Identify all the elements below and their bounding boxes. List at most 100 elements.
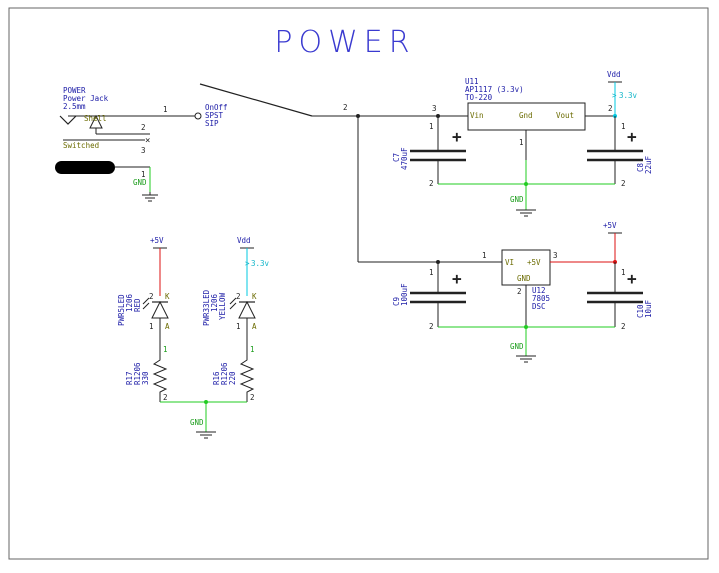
jack-desc: Power Jack: [63, 94, 109, 103]
gnd-label-mid: GND: [510, 342, 524, 351]
capacitor-c10[interactable]: + 1 2 C10 10uF: [587, 262, 653, 331]
u12-part: 7805: [532, 294, 550, 303]
led2-diode-symbol: [238, 300, 256, 319]
r16-pkg: R1206: [220, 362, 229, 385]
led2-net-label: 3.3v: [251, 259, 270, 268]
r16-value: 220: [228, 371, 237, 385]
led2-pin2: 2: [236, 292, 241, 301]
resistor-r17[interactable]: 1 2 R17 R1206 330: [125, 345, 168, 402]
u11-pkg: TO-220: [465, 93, 493, 102]
jack-pin3: 3: [141, 146, 146, 155]
led1-pin2: 2: [149, 292, 154, 301]
c9-polarity: +: [452, 269, 462, 288]
led-pwr5[interactable]: +5V 2 K A 1 PWR5LED 1206 RED: [117, 236, 170, 353]
jack-name: POWER: [63, 86, 86, 95]
c9-pin1: 1: [429, 268, 434, 277]
led1-pkg: 1206: [125, 293, 134, 312]
led2-k: K: [252, 292, 257, 301]
ground-symbol: [516, 355, 536, 363]
jack-plug-body: [55, 161, 115, 174]
c10-value: 10uF: [644, 299, 653, 318]
junction-dot: [204, 400, 208, 404]
jack-gnd-pin: 1: [141, 170, 146, 179]
c10-polarity: +: [627, 269, 637, 288]
r17-value: 330: [141, 371, 150, 385]
switch-pkg: SIP: [205, 119, 219, 128]
switch-name: OnOff: [205, 103, 228, 112]
jack-switched-label: Switched: [63, 141, 99, 150]
r17-pkg: R1206: [133, 362, 142, 385]
u12-ref: U12: [532, 286, 546, 295]
c8-pin2: 2: [621, 179, 626, 188]
u11-ref: U11: [465, 77, 479, 86]
regulator-u11[interactable]: U11 AP1117 (3.3v) TO-220 Vin Gnd Vout 1 …: [465, 77, 615, 160]
led1-pin1: 1: [149, 322, 154, 331]
c9-pin2: 2: [429, 322, 434, 331]
jack-shell-label: Shell: [84, 114, 107, 123]
u11-gnd-pin-label: Gnd: [519, 111, 533, 120]
switch-type: SPST: [205, 111, 224, 120]
led-pwr33[interactable]: Vdd > 3.3v 2 K A 1 PWR33LED 1206 YELLOW: [202, 236, 270, 353]
led1-diode-symbol: [151, 300, 169, 319]
r17-ref: R17: [125, 371, 134, 385]
u11-part: AP1117 (3.3v): [465, 85, 524, 94]
u11-pin-gnd: 1: [519, 138, 524, 147]
led2-name: PWR33LED: [202, 289, 211, 326]
c9-value: 100uF: [400, 283, 409, 306]
ground-symbol: [196, 431, 216, 439]
regulator-u12[interactable]: VI +5V GND U12 7805 DSC 3 2: [501, 249, 615, 327]
c7-ref: C7: [392, 153, 401, 162]
ground-symbol: [142, 192, 158, 202]
c8-value: 22uF: [644, 155, 653, 174]
u12-pkg: DSC: [532, 302, 546, 311]
v5-label-right: +5V: [603, 221, 617, 230]
led1-k: K: [165, 292, 170, 301]
c10-ref: C10: [636, 304, 645, 318]
c7-polarity: +: [452, 127, 462, 146]
capacitor-c8[interactable]: + 1 2 C8 22uF: [587, 116, 653, 188]
led2-color: YELLOW: [218, 292, 227, 320]
r16-zigzag: [239, 353, 255, 402]
vdd-net-label: 3.3v: [619, 91, 638, 100]
junction-dot: [524, 182, 528, 186]
led1-supply-label: +5V: [150, 236, 164, 245]
vdd-port: Vdd 3.3v >: [607, 70, 638, 116]
r16-pin1: 1: [250, 345, 255, 354]
r17-zigzag: [152, 353, 168, 402]
onoff-switch[interactable]: OnOff SPST SIP 2: [180, 83, 358, 128]
capacitor-c7[interactable]: + 1 2 C7 470uF: [392, 116, 466, 188]
plus5v-port: +5V: [603, 221, 622, 262]
jack-pin2: 2: [141, 123, 146, 132]
node-pin3: 3: [432, 104, 437, 113]
u12-gnd-pin-label: GND: [517, 274, 531, 283]
jack-contact-symbol: [59, 115, 77, 125]
sheet-border: [8, 7, 709, 560]
led1-name: PWR5LED: [117, 294, 126, 326]
gnd-label-led: GND: [190, 418, 204, 427]
c7-value: 470uF: [400, 147, 409, 170]
u11-vin: Vin: [470, 111, 484, 120]
c10-pin2: 2: [621, 322, 626, 331]
led2-pkg: 1206: [210, 293, 219, 312]
r16-pin2: 2: [250, 393, 255, 402]
no-connect-marker: ×: [145, 136, 150, 146]
u12-vi: VI: [505, 258, 514, 267]
led2-a: A: [252, 322, 257, 331]
resistor-r16[interactable]: 1 2 R16 R1206 220: [212, 345, 255, 402]
r17-pin1: 1: [163, 345, 168, 354]
svg-text:>: >: [245, 259, 250, 268]
junction-dot: [524, 325, 528, 329]
led2-pin1: 1: [236, 322, 241, 331]
node-pin1: 1: [482, 251, 487, 260]
capacitor-c9[interactable]: + 1 2 C9 100uF: [392, 262, 466, 331]
c9-ref: C9: [392, 297, 401, 306]
c7-pin1: 1: [429, 122, 434, 131]
power-jack[interactable]: POWER Power Jack 2.5mm Shell Switched × …: [55, 86, 180, 202]
c8-ref: C8: [636, 162, 645, 172]
vdd-label: Vdd: [607, 70, 621, 79]
c8-pin1: 1: [621, 122, 626, 131]
jack-size: 2.5mm: [63, 102, 86, 111]
c8-polarity: +: [627, 127, 637, 146]
